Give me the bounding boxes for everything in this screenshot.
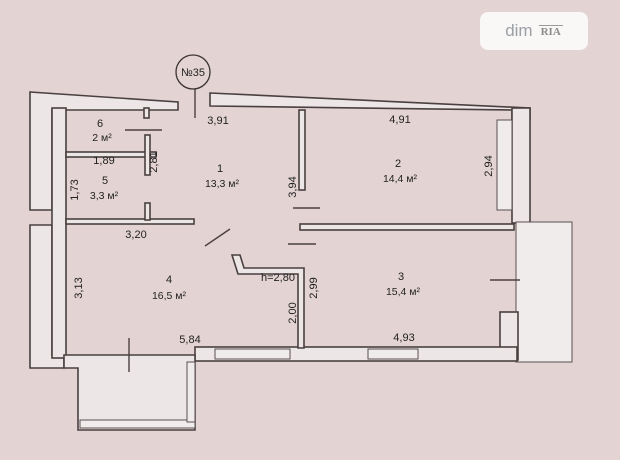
dim-2-00: 2,00	[287, 302, 299, 323]
dim-2-81: 2,81	[148, 151, 160, 172]
room-6-area: 2 м²	[92, 132, 112, 144]
dim-3-20: 3,20	[125, 229, 146, 241]
dim-1-89: 1,89	[93, 155, 114, 167]
room-2-number: 2	[395, 158, 401, 170]
room-labels: 1 13,3 м² 2 14,4 м² 3 15,4 м² 4 16,5 м² …	[90, 118, 421, 302]
watermark-sub: RIA	[538, 24, 563, 38]
dim-2-99: 2,99	[308, 277, 320, 298]
wall-partition-5-1	[144, 134, 151, 176]
dim-4-91: 4,91	[389, 114, 410, 126]
loggia-window-side	[186, 361, 196, 423]
watermark: dim RIA	[480, 12, 588, 50]
walls	[29, 91, 573, 431]
wall-partition-5-6	[65, 151, 157, 158]
wall-stub-6	[143, 107, 150, 119]
wall-top-right	[209, 92, 531, 121]
wall-stub-5	[144, 202, 151, 221]
ceiling-height: h=2,80	[261, 272, 295, 284]
room-3-number: 3	[398, 271, 404, 283]
dimension-labels: 3,91 4,91 2,94 3,94 1,89 2,81 1,73 3,20 …	[69, 114, 495, 346]
apartment-number-badge: №35	[175, 54, 211, 90]
room-4-area: 16,5 м²	[152, 290, 187, 302]
room-5-area: 3,3 м²	[90, 190, 119, 202]
balcony-window-right	[515, 221, 573, 363]
wall-right-top	[511, 107, 531, 224]
dim-2-94: 2,94	[483, 155, 495, 176]
door-marks	[125, 85, 520, 372]
dim-5-84: 5,84	[179, 334, 200, 346]
window-bottom-right	[367, 348, 419, 360]
dim-1-73: 1,73	[69, 179, 81, 200]
room-4-number: 4	[166, 274, 172, 286]
apartment-number: №35	[181, 67, 205, 79]
dim-3-91: 3,91	[207, 115, 228, 127]
watermark-brand: dim	[505, 21, 533, 40]
wall-partition-5-4	[65, 218, 195, 225]
room-1-area: 13,3 м²	[205, 178, 240, 190]
wall-partition-4-3	[230, 254, 305, 349]
room-1-number: 1	[217, 163, 223, 175]
wall-partition-1-2	[298, 109, 306, 191]
wall-left-inner	[51, 107, 67, 359]
window-room2	[496, 119, 513, 211]
wall-loggia	[63, 354, 196, 431]
wall-partition-2-3	[299, 223, 515, 231]
room-2-area: 14,4 м²	[383, 173, 418, 185]
dim-3-13: 3,13	[73, 277, 85, 298]
window-bottom-left	[214, 348, 291, 360]
room-3-area: 15,4 м²	[386, 286, 421, 298]
room-5-number: 5	[102, 175, 108, 187]
dim-4-93: 4,93	[393, 332, 414, 344]
loggia-window	[79, 419, 196, 429]
dim-3-94: 3,94	[287, 176, 299, 197]
room-6-number: 6	[97, 118, 103, 130]
